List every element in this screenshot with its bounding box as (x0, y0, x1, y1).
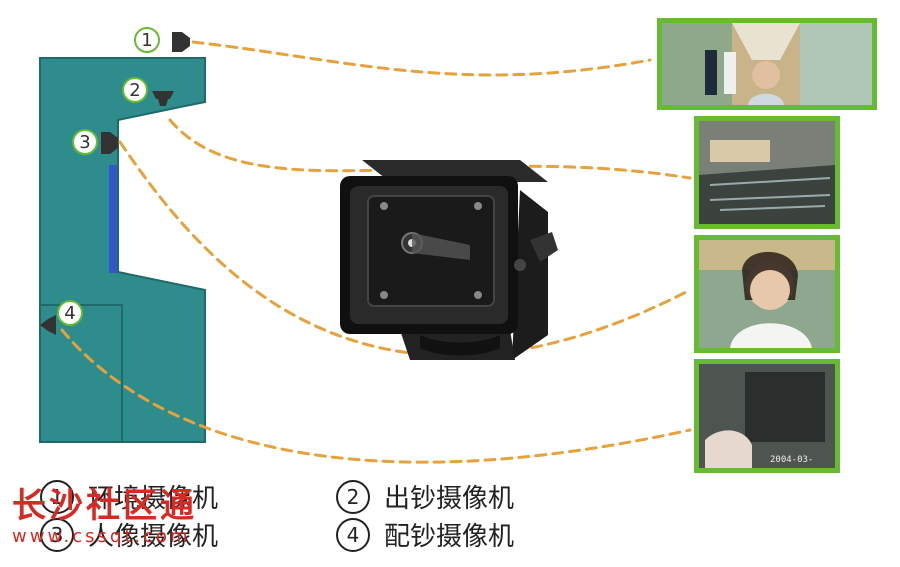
atm-screen (109, 165, 117, 273)
pinhole-camera-illustration (340, 160, 558, 360)
legend-number: 1 (40, 479, 74, 514)
watermark-url: www.cssqt.com (12, 526, 191, 547)
thumb-face (694, 235, 840, 353)
marker-circle (57, 300, 83, 326)
marker-number: 2 (129, 80, 140, 101)
legend-label: 配钞摄像机 (384, 522, 515, 552)
thumb-timestamp: 2004-03- (770, 455, 813, 465)
connection-line-3 (118, 140, 692, 358)
legend-item-environment-camera: 1 环境摄像机 (40, 478, 218, 515)
marker-number: 4 (64, 303, 75, 324)
marker-circle (72, 129, 98, 155)
atm-cash-compartment (39, 304, 123, 443)
camera-marker-icon (152, 91, 174, 106)
legend-number: 4 (336, 517, 370, 552)
legend-item-cash-loading-camera: 4 配钞摄像机 (336, 516, 514, 553)
legend-label: 出钞摄像机 (384, 484, 515, 514)
thumb-cash-slot (694, 116, 840, 229)
connection-line-1 (191, 40, 652, 77)
watermark: 长沙社区通 www.cssqt.com (12, 488, 197, 547)
connection-line-2 (168, 118, 692, 180)
legend-number: 2 (336, 479, 370, 514)
marker-number: 1 (141, 30, 152, 51)
marker-number: 3 (79, 132, 90, 153)
camera-marker-icon (101, 132, 118, 154)
marker-circle (122, 77, 148, 103)
legend-item-cash-out-camera: 2 出钞摄像机 (336, 478, 514, 515)
legend-label: 环境摄像机 (88, 484, 219, 514)
legend-label: 人像摄像机 (88, 522, 219, 552)
marker-circle (134, 27, 160, 53)
legend-item-portrait-camera: 3 人像摄像机 (40, 516, 218, 553)
connection-line-4 (60, 328, 692, 464)
thumb-lobby (657, 18, 877, 110)
camera-marker-icon (172, 32, 190, 52)
legend-number: 3 (40, 517, 74, 552)
camera-marker-icon (40, 315, 56, 335)
thumb-cash-box: 2004-03- (694, 359, 840, 473)
watermark-title: 长沙社区通 (12, 486, 197, 526)
